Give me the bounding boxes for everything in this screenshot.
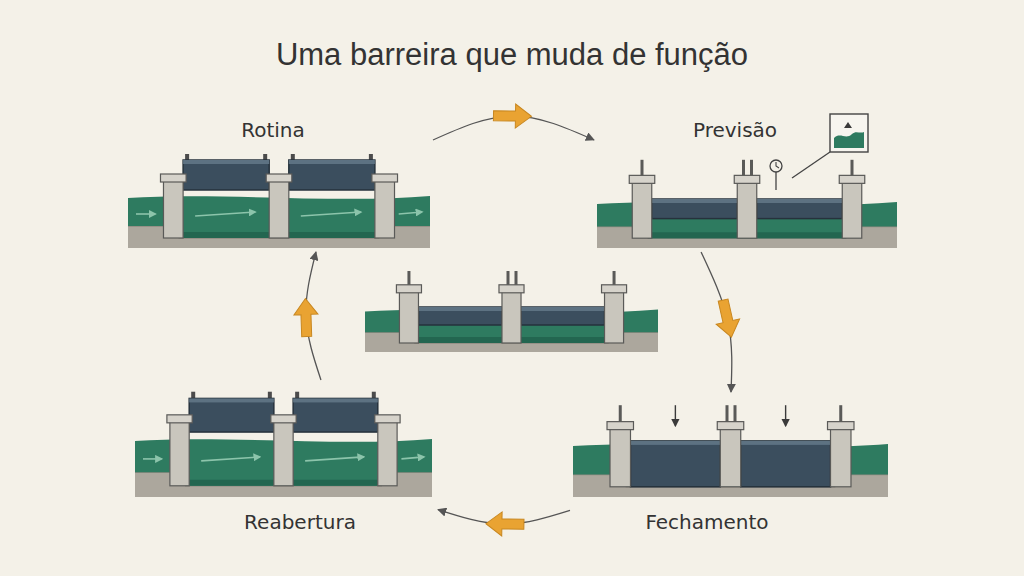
pier <box>502 291 521 343</box>
gauge-hand <box>776 162 779 168</box>
pier <box>269 180 289 238</box>
pier <box>632 181 652 238</box>
flow-arrow <box>401 457 424 459</box>
flow-arrow <box>195 212 255 216</box>
pier <box>720 428 740 487</box>
pier <box>737 181 757 238</box>
gate-panel <box>521 307 605 325</box>
barrier-illustration <box>573 405 888 497</box>
stage-label: Fechamento <box>645 510 768 534</box>
gate-band <box>630 441 720 445</box>
gauge-dial <box>770 160 782 172</box>
pier <box>274 421 293 486</box>
flow-arrow <box>143 458 162 460</box>
pier <box>842 181 862 238</box>
forecast-chart-marker <box>844 122 852 128</box>
forecast-chart-icon <box>830 114 868 152</box>
gate-panel <box>741 441 831 487</box>
gate-panel <box>293 398 378 432</box>
closing-arrow <box>675 405 676 425</box>
gate-panel <box>289 160 375 190</box>
gauge-post <box>775 172 776 190</box>
stage-panel: Reabertura <box>130 380 438 540</box>
barrier-illustration <box>128 154 430 248</box>
pier-cap <box>629 175 655 183</box>
flow-arrow <box>201 457 260 461</box>
pier-cap <box>828 422 854 430</box>
pier-cap <box>717 422 743 430</box>
pier-cap <box>372 174 398 182</box>
pier-cap <box>271 415 296 423</box>
flow-arrow <box>305 457 364 461</box>
diagram-title: Uma barreira que muda de função <box>0 36 1024 74</box>
pier <box>375 180 395 238</box>
barrier-illustration <box>135 392 432 497</box>
stage-label: Reabertura <box>244 510 356 534</box>
pier-cap <box>396 285 421 293</box>
flow-arrow <box>301 212 361 216</box>
gate-panel <box>757 199 843 219</box>
stage-panel: Fechamento <box>570 392 892 540</box>
direction-arrow <box>493 104 531 129</box>
gate-band <box>652 199 738 203</box>
stage-label: Rotina <box>241 118 305 142</box>
gate-panel <box>630 441 720 487</box>
forecast-chart-water <box>834 132 864 148</box>
direction-arrow <box>293 298 318 337</box>
gate-band <box>189 398 274 402</box>
direction-arrow <box>711 297 743 339</box>
pier <box>170 421 189 486</box>
pier-cap <box>839 175 865 183</box>
pier-cap <box>499 285 524 293</box>
stage-panel: Rotina <box>125 112 433 252</box>
pier-cap <box>602 285 627 293</box>
gate-band <box>741 441 831 445</box>
sensor-line <box>792 152 830 178</box>
gate-panel <box>652 199 738 219</box>
pier <box>378 421 397 486</box>
gate-band <box>521 307 605 311</box>
gate-band <box>183 160 269 164</box>
flow-arrow <box>136 213 155 215</box>
pier-cap <box>607 422 633 430</box>
barrier-illustration <box>365 271 658 352</box>
stage-panel: Previsão <box>594 112 900 252</box>
closing-arrow <box>785 405 786 425</box>
pier <box>605 291 624 343</box>
pier-cap <box>375 415 400 423</box>
gate-band <box>293 398 378 402</box>
gate-panel <box>183 160 269 190</box>
pier-cap <box>167 415 192 423</box>
direction-arrow <box>486 512 524 537</box>
stage-label: Previsão <box>693 118 777 142</box>
gate-panel <box>189 398 274 432</box>
pier <box>831 428 851 487</box>
gate-band <box>757 199 843 203</box>
pier-cap <box>734 175 760 183</box>
gate-band <box>289 160 375 164</box>
pier <box>610 428 630 487</box>
pier-cap <box>160 174 186 182</box>
pier-cap <box>266 174 292 182</box>
gate-band <box>418 307 502 311</box>
gate-panel <box>418 307 502 325</box>
flow-arrow <box>399 212 422 214</box>
pier <box>399 291 418 343</box>
barrier-illustration <box>597 114 897 248</box>
pier <box>163 180 183 238</box>
